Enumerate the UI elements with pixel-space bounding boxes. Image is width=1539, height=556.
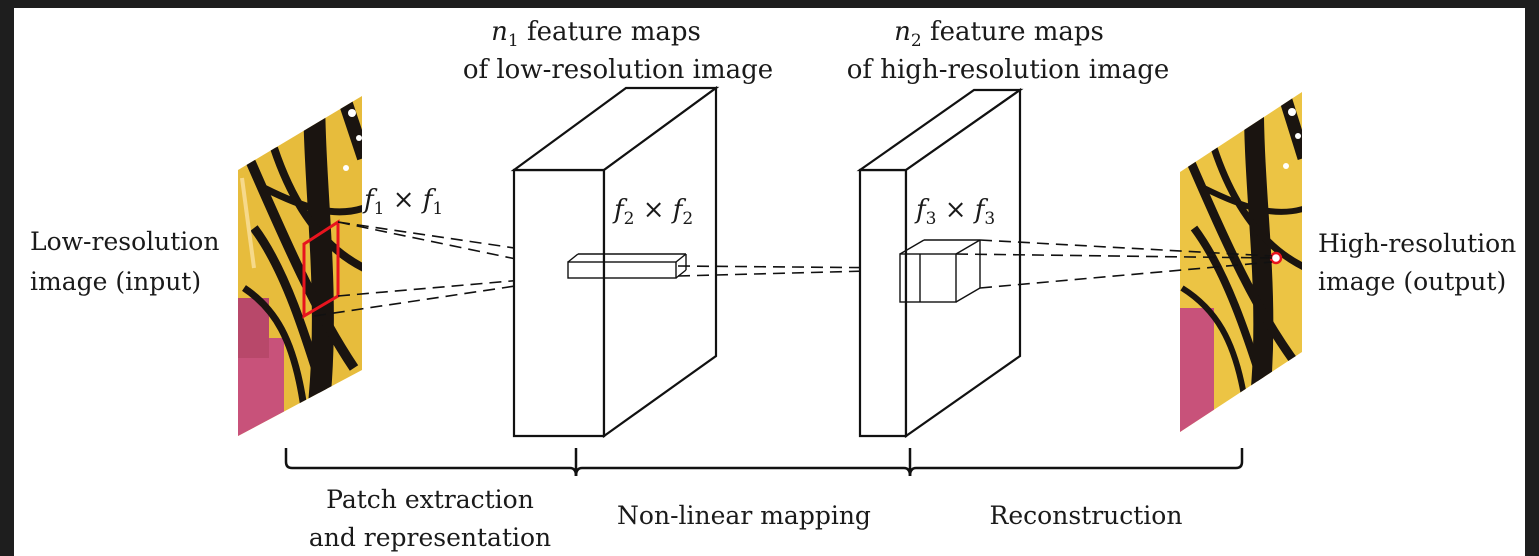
input-image — [238, 96, 362, 436]
stage-1-label-line2: and representation — [309, 523, 551, 552]
stage-3-label: Reconstruction — [990, 501, 1183, 530]
block-2-caption-line2: of high-resolution image — [847, 55, 1170, 85]
block-1-patch — [567, 253, 687, 279]
input-label-line1: Low-resolution — [30, 227, 219, 256]
filter-size-1: f1 × f1 — [362, 185, 443, 219]
stage-2-label: Non-linear mapping — [617, 501, 871, 530]
block-2-caption-line1: n2 feature maps — [894, 17, 1104, 51]
stage-1-label-line1: Patch extraction — [326, 485, 534, 514]
block-2-patch — [899, 239, 981, 303]
feature-block-2 — [856, 87, 1024, 439]
output-label-line1: High-resolution — [1318, 229, 1516, 258]
block-1-caption-line1: n1 feature maps — [491, 17, 701, 51]
output-pixel-marker — [1269, 251, 1283, 265]
stage-brackets — [284, 448, 1244, 477]
input-label-line2: image (input) — [30, 267, 201, 296]
output-image — [1180, 92, 1302, 432]
filter-size-2: f2 × f2 — [612, 195, 693, 229]
projection-lines-3 — [955, 239, 1273, 289]
srcnn-diagram: n1 feature maps of low-resolution image … — [30, 17, 1516, 552]
block-1-caption-line2: of low-resolution image — [463, 55, 773, 85]
diagram-canvas: n1 feature maps of low-resolution image … — [14, 8, 1525, 556]
output-label-line2: image (output) — [1318, 267, 1506, 296]
